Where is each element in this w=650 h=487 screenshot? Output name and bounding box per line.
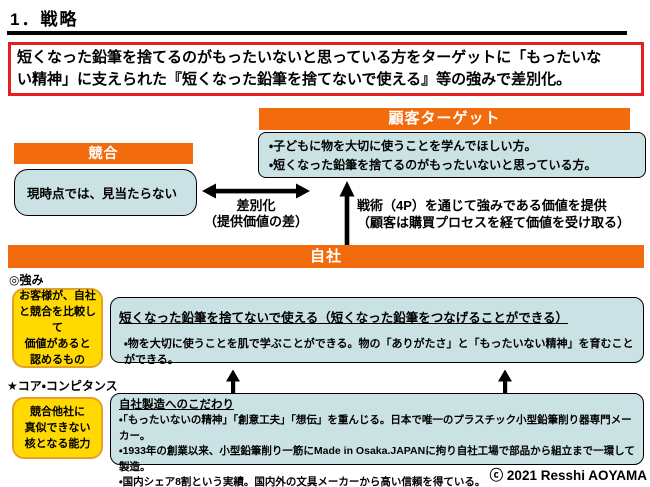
strength-panel: 短くなった鉛筆を捨てないで使える（短くなった鉛筆をつなげることができる） ・物を… [110, 297, 644, 366]
core-competence-item: ・「もったいないの精神」「創意工夫」「想伝」を重んじる。日本で唯一のプラスチック… [119, 414, 632, 442]
customer-target-item: ・短くなった鉛筆を捨てるのがもったいないと思っている方。 [269, 158, 597, 172]
strategy-banner: 短くなった鉛筆を捨てるのがもったいないと思っている方をターゲットに「もったいな … [8, 42, 644, 96]
strength-label: ◎強み [9, 273, 44, 287]
strength-detail: ・物を大切に使うことを肌で学ぶことができる。物の「ありがたさ」と「もったいない精… [124, 338, 634, 366]
core-competence-label: ★コア・コンピタンス [7, 379, 118, 393]
up-arrow-right [498, 369, 512, 394]
competitor-header: 競合 [14, 143, 193, 164]
differentiation-arrow [202, 183, 310, 199]
competitor-note: 現時点では、見当たらない [27, 187, 178, 201]
company-header: 自社 [8, 245, 644, 268]
core-competence-panel: 自社製造へのこだわり ・「もったいないの精神」「創意工夫」「想伝」を重んじる。日… [110, 393, 644, 487]
title-underline [7, 31, 627, 35]
up-arrow-left [226, 369, 240, 394]
strength-title: 短くなった鉛筆を捨てないで使える（短くなった鉛筆をつなげることができる） [119, 311, 569, 325]
customer-target-header: 顧客ターゲット [259, 108, 630, 130]
differentiation-label: 差別化 （提供価値の差） [203, 198, 308, 229]
customer-target-panel: ・子どもに物を大切に使うことを学んでほしい方。 ・短くなった鉛筆を捨てるのがもっ… [258, 132, 646, 178]
core-competence-item: ・国内シェア8割という実績。国内外の文具メーカーから高い信頼を得ている。 [119, 476, 486, 487]
customer-target-item: ・子どもに物を大切に使うことを学んでほしい方。 [269, 139, 537, 153]
strength-definition-note: お客様が、自社 と競合を比較して 価値があると 認めるもの [12, 288, 103, 368]
core-competence-item: ・1933年の創業以来、小型鉛筆削り一筋にMade in Osaka.JAPAN… [119, 445, 635, 473]
value-delivery-arrow [339, 181, 355, 245]
tactics-label: 戦術（4P）を通じて強みである価値を提供 （顧客は購買プロセスを経て価値を受け取… [357, 198, 631, 230]
core-competence-definition-note: 競合他社に 真似できない 核となる能力 [12, 397, 103, 459]
competitor-panel: 現時点では、見当たらない [14, 169, 197, 216]
copyright: ⓒ 2021 Resshi AOYAMA [489, 468, 647, 483]
core-competence-title: 自社製造へのこだわり [119, 399, 234, 411]
page-title: 1．戦略 [10, 10, 79, 29]
